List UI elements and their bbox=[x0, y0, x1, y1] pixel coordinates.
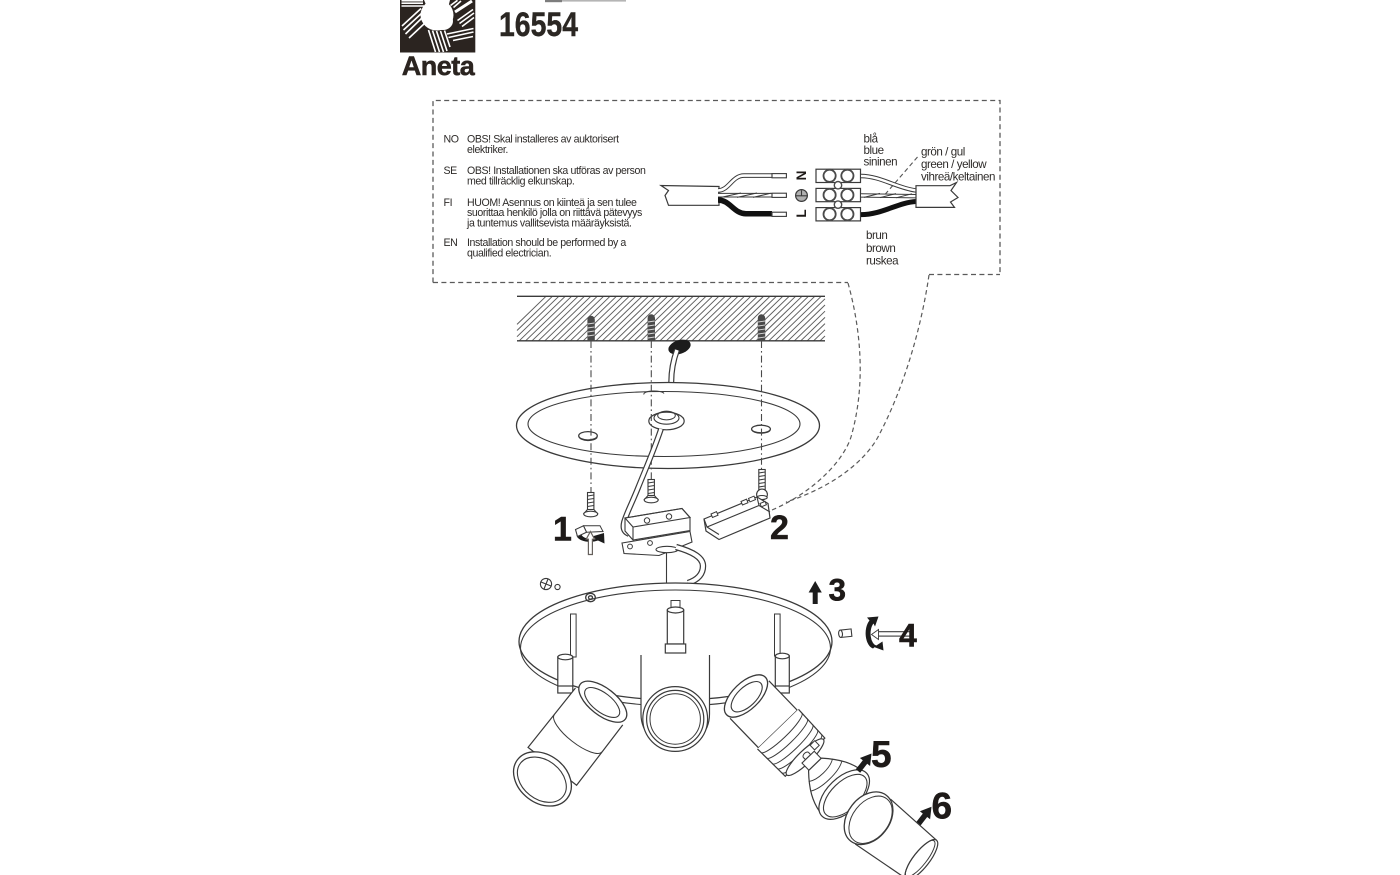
svg-text:L: L bbox=[794, 209, 809, 217]
svg-text:blå: blå bbox=[864, 133, 879, 146]
svg-text:brun: brun bbox=[866, 229, 887, 242]
svg-text:elektriker.: elektriker. bbox=[467, 144, 508, 156]
svg-text:Aneta: Aneta bbox=[402, 51, 476, 81]
svg-text:3: 3 bbox=[829, 571, 847, 607]
svg-text:1: 1 bbox=[553, 511, 572, 549]
svg-text:ja tuntemus vallitsevista määr: ja tuntemus vallitsevista määräyksistä. bbox=[466, 217, 632, 229]
svg-text:2: 2 bbox=[770, 509, 789, 547]
svg-text:NO: NO bbox=[444, 134, 459, 146]
svg-text:5: 5 bbox=[871, 734, 892, 775]
svg-text:sininen: sininen bbox=[864, 156, 898, 169]
svg-text:grön / gul: grön / gul bbox=[921, 146, 965, 159]
svg-text:EN: EN bbox=[444, 237, 458, 249]
svg-text:Installation should be perform: Installation should be performed by a bbox=[467, 237, 626, 249]
svg-text:N: N bbox=[794, 171, 809, 181]
svg-text:SE: SE bbox=[444, 165, 458, 177]
svg-text:6: 6 bbox=[932, 786, 953, 827]
svg-text:OBS! Installationen ska utföra: OBS! Installationen ska utföras av perso… bbox=[467, 165, 646, 177]
svg-text:OBS! Skal installeres av aukto: OBS! Skal installeres av auktorisert bbox=[467, 134, 619, 146]
svg-text:blue: blue bbox=[864, 144, 884, 157]
svg-text:16554: 16554 bbox=[499, 6, 578, 44]
svg-text:med tillräcklig elkunskap.: med tillräcklig elkunskap. bbox=[467, 175, 574, 187]
svg-text:brown: brown bbox=[866, 242, 895, 255]
svg-text:4: 4 bbox=[899, 618, 917, 654]
svg-text:ruskea: ruskea bbox=[866, 255, 899, 268]
svg-text:qualified electrician.: qualified electrician. bbox=[467, 247, 551, 259]
svg-text:FI: FI bbox=[444, 197, 453, 209]
svg-text:vihreä/keltainen: vihreä/keltainen bbox=[921, 171, 995, 184]
svg-text:green / yellow: green / yellow bbox=[921, 158, 987, 171]
svg-text:HUOM! Asennus on kiinteä ja se: HUOM! Asennus on kiinteä ja sen tulee bbox=[467, 197, 637, 209]
svg-text:suorittaa henkilö jolla on rii: suorittaa henkilö jolla on riittävä päte… bbox=[467, 207, 642, 219]
